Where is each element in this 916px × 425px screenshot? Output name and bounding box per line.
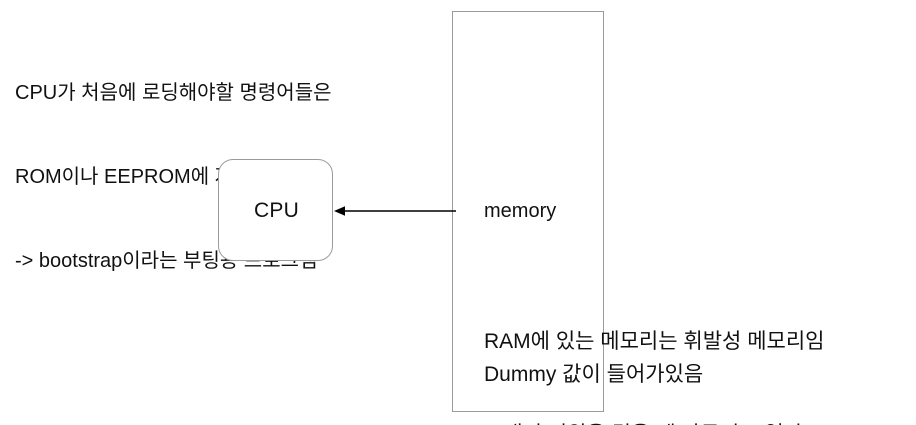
memory-paragraph-1-line-2: 그래서 전원을 켰을 때 아무것도 없다. <box>484 419 824 425</box>
memory-node[interactable] <box>452 11 604 412</box>
memory-node-paragraph-2: Dummy 값이 들어가있음 <box>484 363 704 386</box>
memory-node-paragraph-1: RAM에 있는 메모리는 휘발성 메모리임 그래서 전원을 켰을 때 아무것도 … <box>484 264 824 425</box>
memory-paragraph-1-line-1: RAM에 있는 메모리는 휘발성 메모리임 <box>484 330 825 353</box>
cpu-node[interactable]: CPU <box>218 159 333 261</box>
memory-to-cpu-arrow <box>334 206 456 216</box>
note-line-1: CPU가 처음에 로딩해야할 명령어들은 <box>15 82 332 104</box>
cpu-node-label: CPU <box>254 199 299 222</box>
memory-node-title: memory <box>484 200 557 222</box>
